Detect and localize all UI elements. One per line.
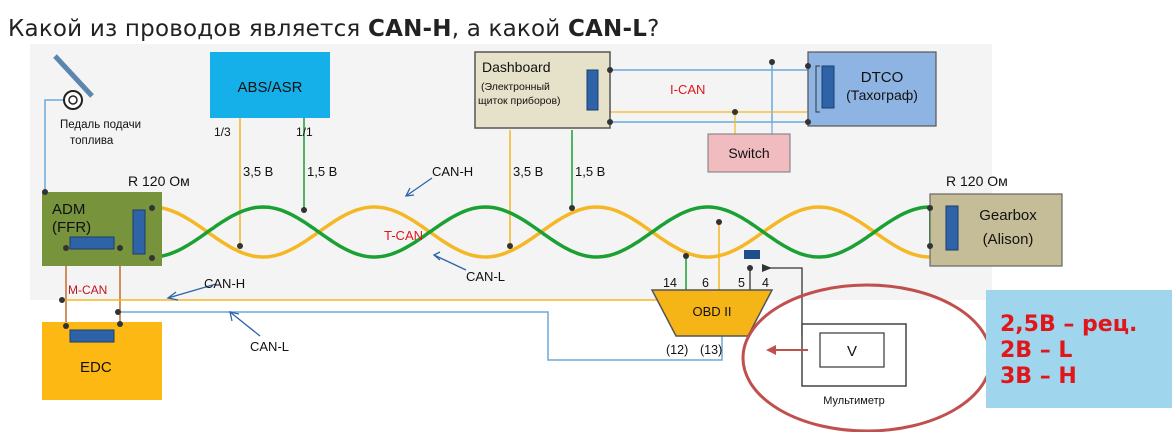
multimeter-leads [749, 267, 803, 335]
adm-m-can-resistor [69, 236, 115, 250]
dtco-resistor [821, 65, 835, 109]
arrow-icon [766, 345, 776, 355]
adm-label-2: (FFR) [52, 219, 91, 236]
dashboard-title: Dashboard [482, 59, 551, 75]
dtco-sub: (Тахограф) [846, 87, 918, 103]
gearbox-label-1: Gearbox [979, 207, 1037, 224]
dashboard-sub1: (Электронный [481, 81, 550, 93]
answer-box [986, 290, 1172, 408]
pedal-label-2: топлива [70, 135, 114, 147]
obd-pin-5: 5 [738, 276, 745, 290]
t-can-label: T-CAN [384, 228, 423, 243]
dtco-title: DTCO [861, 69, 904, 86]
edc-resistor [69, 329, 115, 343]
abs-asr-label: ABS/ASR [237, 79, 302, 96]
gearbox-resistor [945, 205, 959, 251]
dashboard-resistor [586, 69, 599, 111]
probe-icon [744, 250, 760, 259]
multimeter-label: Мультиметр [823, 395, 885, 407]
obd-label: OBD II [692, 304, 731, 319]
can-h-label-top: CAN-H [432, 164, 473, 179]
switch-label: Switch [728, 145, 769, 161]
m-can-label: M-CAN [68, 283, 107, 297]
question-suffix: ? [647, 16, 660, 42]
answer-line-low: 2В – L [1000, 338, 1073, 363]
voltmeter-symbol: V [847, 343, 857, 360]
resistor-label-right: R 120 Ом [946, 173, 1008, 189]
edc-label: EDC [80, 359, 112, 376]
pedal-icon [53, 54, 94, 110]
question-prefix: Какой из проводов является [8, 16, 368, 42]
obd-pin-6: 6 [702, 276, 709, 290]
abs-asr-block[interactable] [210, 52, 330, 118]
dash-voltage-high: 3,5 В [513, 164, 543, 179]
t-can-low-wire [151, 205, 931, 259]
question-title: Какой из проводов является CAN-H, а како… [8, 16, 660, 42]
adm-terminator-resistor [132, 209, 146, 255]
dashboard-sub2: щиток приборов) [478, 95, 561, 107]
question-middle: , а какой [451, 16, 568, 42]
abs-pin-1-1: 1/1 [296, 125, 313, 139]
junction-dots [42, 59, 933, 329]
abs-pin-1-3: 1/3 [214, 125, 231, 139]
can-h-label-left: CAN-H [204, 276, 245, 291]
switch-block[interactable] [707, 133, 791, 173]
can-l-label-left: CAN-L [250, 339, 289, 354]
adm-label-1: ADM [52, 201, 85, 218]
multimeter-display [819, 332, 885, 368]
can-l-to-obd13 [118, 311, 723, 361]
abs-voltage-high: 3,5 В [243, 164, 273, 179]
obd-pin-13: (13) [700, 343, 722, 357]
gearbox-label-2: (Alison) [983, 231, 1034, 248]
question-can-l: CAN-L [567, 16, 648, 42]
question-can-h: CAN-H [367, 16, 452, 42]
obd-pin-4: 4 [762, 276, 769, 290]
answer-line-high: 3В – Н [1000, 364, 1077, 389]
i-can-label: I-CAN [670, 82, 705, 97]
can-l-label-mid: CAN-L [466, 269, 505, 284]
resistor-label-left: R 120 Ом [128, 173, 190, 189]
answer-line-recessive: 2,5В – рец. [1000, 312, 1138, 337]
abs-voltage-low: 1,5 В [307, 164, 337, 179]
obd-pin-12: (12) [666, 343, 688, 357]
obd-pin-14: 14 [663, 276, 677, 290]
pedal-label-1: Педаль подачи [60, 119, 141, 131]
dash-voltage-low: 1,5 В [575, 164, 605, 179]
